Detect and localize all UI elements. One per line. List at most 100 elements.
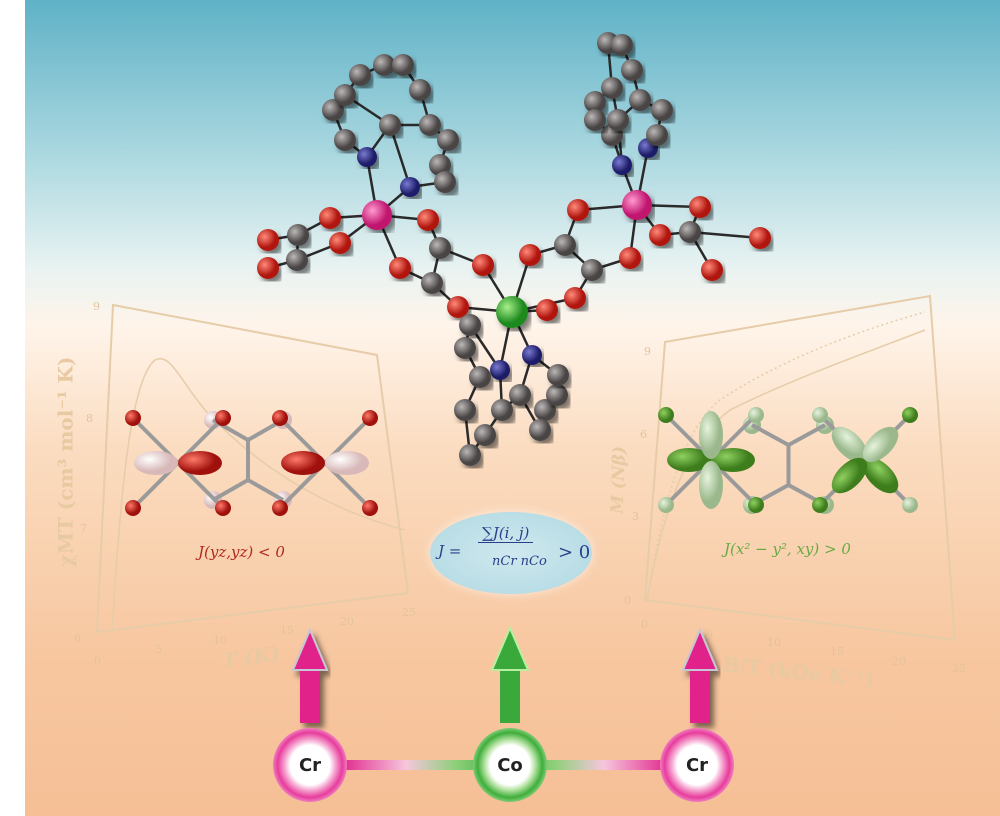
cr-label: Cr — [291, 746, 329, 784]
x-tick: 10 — [767, 636, 781, 649]
carbon-atom — [546, 384, 568, 406]
x-tick: 20 — [340, 615, 354, 628]
carbon-atom — [429, 154, 451, 176]
carbon-atom — [373, 54, 395, 76]
x-tick: 15 — [830, 645, 844, 658]
x-tick: 5 — [706, 628, 713, 641]
ligand-lobe — [658, 497, 674, 513]
orbital-lobe — [699, 461, 723, 509]
oxygen-atom — [472, 254, 494, 276]
carbon-atom — [349, 64, 371, 86]
y-axis-label: χMT (cm³ mol⁻¹ K) — [53, 356, 78, 568]
orbital-lobe — [831, 426, 868, 463]
chromium-atom — [622, 190, 652, 220]
oxygen-atom — [564, 287, 586, 309]
oxygen-atom — [519, 244, 541, 266]
nitrogen-atom — [522, 345, 542, 365]
nitrogen-atom — [490, 360, 510, 380]
ligand-lobe — [362, 500, 378, 516]
x-tick: 0 — [641, 618, 648, 631]
carbon-atom — [651, 99, 673, 121]
cr-ion-right: Cr — [660, 728, 734, 802]
y-axis-label: M (Nβ) — [607, 445, 631, 515]
carbon-atom — [629, 89, 651, 111]
oxygen-atom — [389, 257, 411, 279]
oxygen-atom — [749, 227, 771, 249]
ligand-lobe — [125, 410, 141, 426]
orbital-lobe — [134, 451, 178, 475]
orbital-label-right: J(x² − y², xy) > 0 — [724, 540, 851, 558]
x-tick: 10 — [213, 634, 227, 647]
carbon-atom — [334, 129, 356, 151]
carbon-atom — [621, 59, 643, 81]
carbon-atom — [646, 124, 668, 146]
orbital-lobe — [862, 426, 899, 463]
orbital-lobe — [178, 451, 222, 475]
equation-rhs: > 0 — [558, 542, 591, 563]
exchange-equation: J = ∑J(i, j) nCr nCo > 0 — [430, 512, 592, 594]
molecule-structure — [257, 32, 771, 466]
ligand-lobe — [362, 410, 378, 426]
ligand-lobe — [748, 407, 764, 423]
y-tick: 9 — [93, 300, 100, 313]
equation-denominator: nCr nCo — [492, 554, 547, 569]
ligand-lobe — [902, 497, 918, 513]
x-tick: 25 — [402, 606, 416, 619]
ligand-lobe — [748, 497, 764, 513]
oxygen-atom — [257, 257, 279, 279]
orbital-lobe — [862, 457, 899, 494]
nitrogen-atom — [612, 155, 632, 175]
cobalt-atom — [496, 296, 528, 328]
y-tick: 9 — [644, 345, 651, 358]
oxygen-atom — [447, 296, 469, 318]
carbon-atom — [459, 444, 481, 466]
equation-numerator: ∑J(i, j) — [478, 524, 534, 543]
co-ion-center: Co — [473, 728, 547, 802]
oxygen-atom — [536, 299, 558, 321]
right-magnetization-plot — [643, 294, 957, 642]
ligand-lobe — [812, 407, 828, 423]
left-chi-plot — [95, 303, 410, 634]
oxygen-atom — [649, 224, 671, 246]
nitrogen-atom — [400, 177, 420, 197]
carbon-atom — [491, 399, 513, 421]
carbon-atom — [379, 114, 401, 136]
y-tick: 0 — [624, 594, 631, 607]
carbon-atom — [509, 384, 531, 406]
x-tick: 5 — [155, 643, 162, 656]
carbon-atom — [409, 79, 431, 101]
spin-arrow-center — [490, 625, 530, 723]
orbital-lobe — [325, 451, 369, 475]
orbital-lobe — [831, 457, 868, 494]
carbon-atom — [469, 366, 491, 388]
carbon-atom — [607, 109, 629, 131]
x-tick: 20 — [892, 655, 906, 668]
carbon-atom — [601, 77, 623, 99]
carbon-atom — [419, 114, 441, 136]
carbon-atom — [679, 221, 701, 243]
bond — [689, 230, 761, 240]
carbon-atom — [584, 91, 606, 113]
carbon-atom — [554, 234, 576, 256]
y-tick: 3 — [632, 510, 639, 523]
spin-arrow-right — [681, 627, 719, 723]
co-label: Co — [491, 746, 529, 784]
orbital-lobe — [281, 451, 325, 475]
y-tick: 8 — [86, 412, 93, 425]
carbon-atom — [454, 399, 476, 421]
orbital-lobe — [711, 448, 755, 472]
orbital-label-left: J(yz,yz) < 0 — [198, 543, 285, 561]
ligand-lobe — [812, 497, 828, 513]
carbon-atom — [547, 364, 569, 386]
oxygen-atom — [329, 232, 351, 254]
carbon-atom — [459, 314, 481, 336]
cr-label: Cr — [678, 746, 716, 784]
carbon-atom — [286, 249, 308, 271]
carbon-atom — [529, 419, 551, 441]
ligand-lobe — [658, 407, 674, 423]
spin-arrow-left — [291, 627, 329, 723]
x-tick: 15 — [280, 624, 294, 637]
ligand-lobe — [902, 407, 918, 423]
carbon-atom — [334, 84, 356, 106]
